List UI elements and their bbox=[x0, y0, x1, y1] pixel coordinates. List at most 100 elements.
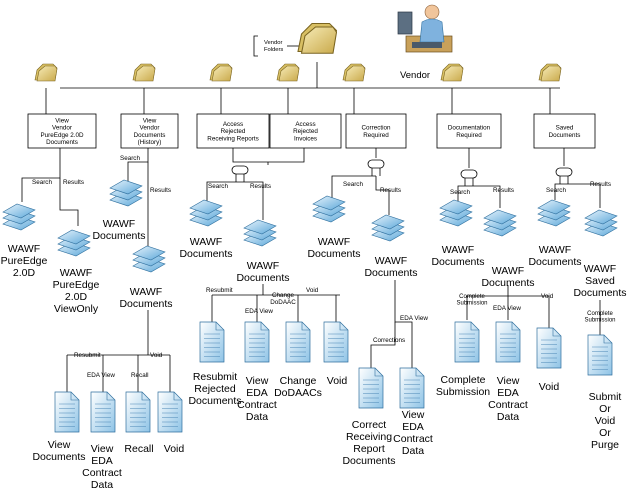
connector-line bbox=[508, 295, 550, 328]
document-icon bbox=[285, 321, 311, 363]
connector-line bbox=[469, 185, 501, 208]
edge-label: Results bbox=[150, 187, 171, 194]
column-box bbox=[120, 113, 179, 149]
connector-line bbox=[375, 176, 390, 215]
vendor-folder-icon bbox=[297, 22, 338, 54]
document-icon bbox=[454, 321, 480, 363]
connector-line bbox=[564, 183, 601, 208]
edge-label: Resubmit bbox=[206, 287, 233, 294]
column-folder-icon bbox=[34, 63, 58, 82]
edge-label: Results bbox=[380, 187, 401, 194]
connector-line bbox=[240, 181, 264, 220]
action-label: Void bbox=[539, 381, 560, 393]
edge-label: Void bbox=[306, 287, 319, 294]
edge-label: EDA View bbox=[87, 372, 115, 379]
document-icon bbox=[399, 367, 425, 409]
column-folder-icon bbox=[276, 63, 300, 82]
edge-label: Resubmit bbox=[74, 352, 101, 359]
branch-node bbox=[367, 159, 385, 169]
edge-label: Void bbox=[150, 352, 163, 359]
connector-line bbox=[253, 35, 258, 57]
edge-label: EDA View bbox=[400, 315, 428, 322]
document-stack-icon bbox=[109, 179, 143, 207]
edge-label: Search bbox=[450, 189, 470, 196]
vendor-user-icon bbox=[397, 4, 453, 53]
document-stack-icon bbox=[371, 214, 405, 242]
connector-line bbox=[457, 185, 469, 202]
edge-label: Search bbox=[343, 181, 363, 188]
column-box bbox=[345, 113, 407, 149]
document-stack-icon bbox=[537, 199, 571, 227]
edge-label: Search bbox=[120, 155, 140, 162]
edge-label: Search bbox=[208, 183, 228, 190]
connector-line bbox=[21, 148, 61, 202]
document-stack-icon bbox=[243, 219, 277, 247]
document-icon bbox=[54, 391, 80, 433]
document-stack-icon bbox=[189, 199, 223, 227]
document-stack-icon bbox=[132, 245, 166, 273]
document-icon bbox=[358, 367, 384, 409]
document-icon bbox=[495, 321, 521, 363]
connector-line bbox=[331, 175, 376, 198]
document-icon bbox=[536, 327, 562, 369]
connector-line bbox=[127, 148, 149, 184]
document-icon bbox=[90, 391, 116, 433]
connector-line bbox=[554, 183, 564, 200]
edge-label: Search bbox=[32, 179, 52, 186]
document-stack-icon bbox=[483, 209, 517, 237]
connector-line bbox=[370, 322, 396, 368]
document-stack-icon bbox=[2, 203, 36, 231]
column-folder-icon bbox=[440, 63, 464, 82]
connector-line bbox=[394, 280, 413, 368]
document-stack-icon bbox=[584, 209, 618, 237]
column-box bbox=[533, 113, 596, 149]
action-label: Recall bbox=[124, 443, 153, 455]
action-label: Void bbox=[327, 375, 348, 387]
column-box bbox=[196, 113, 270, 149]
column-folder-icon bbox=[209, 63, 233, 82]
edge-label: EDA View bbox=[493, 305, 521, 312]
connector-line bbox=[59, 178, 79, 226]
column-box bbox=[436, 113, 502, 149]
connector-line bbox=[206, 181, 240, 205]
document-stack-icon bbox=[439, 199, 473, 227]
document-icon bbox=[587, 334, 613, 376]
branch-node bbox=[231, 165, 249, 175]
document-icon bbox=[125, 391, 151, 433]
edge-label: EDA View bbox=[245, 308, 273, 315]
branch-node bbox=[460, 169, 478, 179]
edge-label: Search bbox=[546, 187, 566, 194]
document-stack-icon bbox=[312, 195, 346, 223]
document-icon bbox=[199, 321, 225, 363]
column-folder-icon bbox=[538, 63, 562, 82]
document-icon bbox=[323, 321, 349, 363]
column-box bbox=[27, 113, 97, 149]
